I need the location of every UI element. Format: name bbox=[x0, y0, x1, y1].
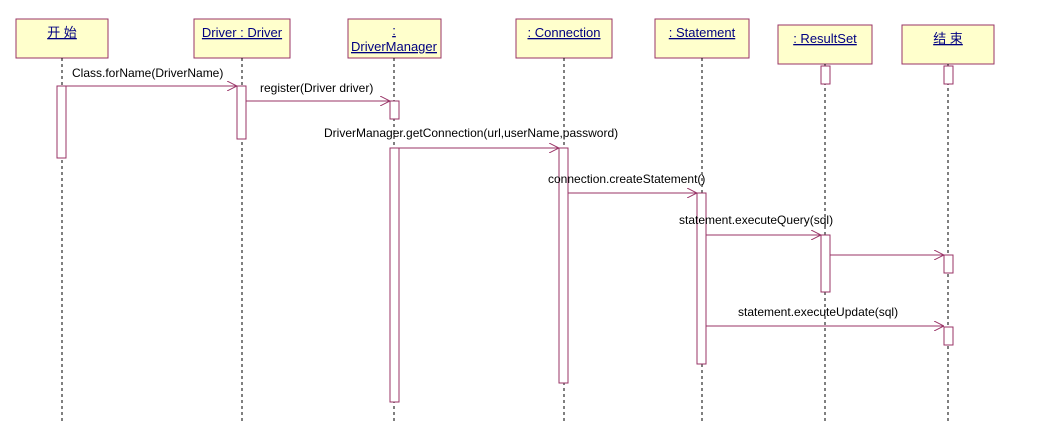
lifeline-driver-box[interactable] bbox=[193, 18, 291, 59]
lifeline-start-box[interactable] bbox=[15, 18, 109, 59]
message-create-statement: connection.createStatement() bbox=[548, 172, 705, 193]
lifeline-statement-label: : Statement bbox=[669, 25, 736, 40]
lifeline-driver-manager-label-name: DriverManager bbox=[351, 39, 438, 54]
activation-driver-manager bbox=[389, 147, 400, 403]
message-execute-update: statement.executeUpdate(sql) bbox=[706, 305, 944, 326]
activation-end-top bbox=[943, 65, 954, 85]
message-execute-query-label: statement.executeQuery(sql) bbox=[679, 213, 833, 227]
lifeline-start-label: 开 始 bbox=[47, 25, 77, 40]
lifeline-resultset: : ResultSet bbox=[777, 24, 873, 422]
lifeline-driver-label: Driver : Driver bbox=[202, 25, 283, 40]
activation-start bbox=[56, 85, 67, 159]
message-execute-query: statement.executeQuery(sql) bbox=[679, 213, 833, 235]
message-class-forname: Class.forName(DriverName) bbox=[66, 66, 237, 86]
message-get-connection-label: DriverManager.getConnection(url,userName… bbox=[324, 126, 618, 140]
lifeline-end-label: 结 束 bbox=[933, 31, 963, 46]
lifeline-end: 结 束 bbox=[901, 24, 995, 422]
activation-resultset-top bbox=[820, 65, 831, 85]
lifeline-statement-box[interactable] bbox=[654, 18, 750, 59]
lifeline-connection-label: : Connection bbox=[528, 25, 601, 40]
lifeline-resultset-label: : ResultSet bbox=[793, 31, 857, 46]
activation-resultset bbox=[820, 234, 831, 293]
lifeline-connection: : Connection bbox=[515, 18, 613, 422]
activation-driver-manager-register bbox=[389, 100, 400, 120]
lifeline-driver-manager-label-colon: : bbox=[392, 23, 396, 38]
activation-connection bbox=[558, 147, 569, 384]
activation-end-update bbox=[943, 326, 954, 346]
message-get-connection: DriverManager.getConnection(url,userName… bbox=[324, 126, 618, 148]
message-register: register(Driver driver) bbox=[246, 81, 390, 101]
activation-statement bbox=[696, 192, 707, 365]
message-execute-update-label: statement.executeUpdate(sql) bbox=[738, 305, 898, 319]
activation-driver bbox=[236, 85, 247, 140]
lifeline-end-box[interactable] bbox=[901, 24, 995, 65]
activation-end-query bbox=[943, 254, 954, 274]
message-create-statement-label: connection.createStatement() bbox=[548, 172, 705, 186]
message-class-forname-label: Class.forName(DriverName) bbox=[72, 66, 223, 80]
message-register-label: register(Driver driver) bbox=[260, 81, 373, 95]
